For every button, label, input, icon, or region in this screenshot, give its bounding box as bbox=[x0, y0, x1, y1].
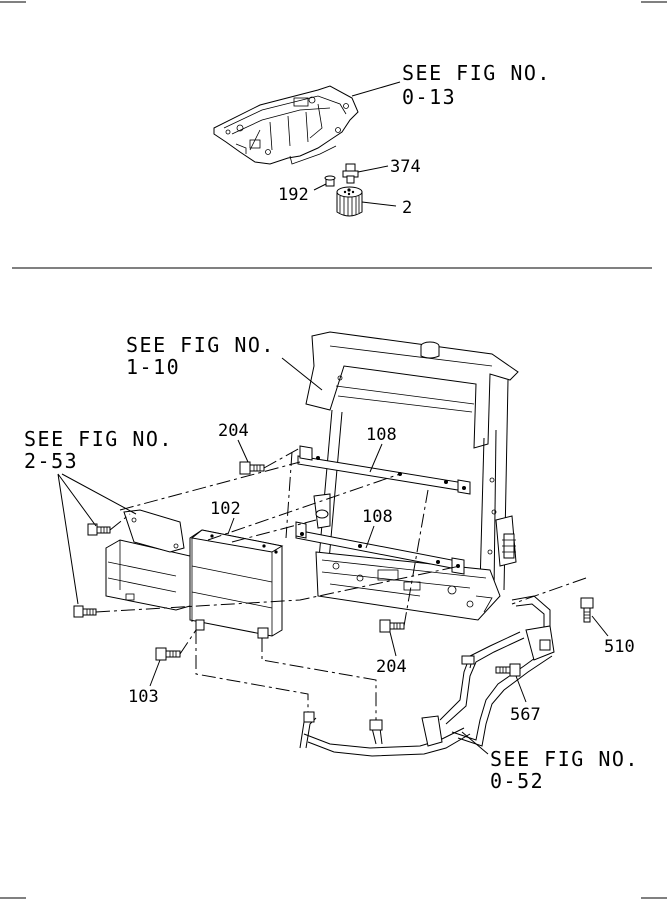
leader-103 bbox=[149, 659, 161, 687]
bolt-510 bbox=[580, 597, 594, 623]
ref-radiator-line2: 1-10 bbox=[126, 355, 180, 379]
oil-pan-illustration bbox=[213, 85, 359, 165]
leader-hoses bbox=[461, 731, 489, 755]
bolt-204-upper bbox=[239, 461, 265, 475]
ref-hoses-line2: 0-52 bbox=[490, 769, 544, 793]
bracket-108-upper bbox=[297, 445, 471, 495]
bracket-108-lower bbox=[295, 521, 465, 575]
ref-oil-pan-line1: SEE FIG NO. bbox=[402, 61, 551, 85]
outlet-pipes bbox=[299, 595, 555, 757]
part-label-192: 192 bbox=[278, 185, 309, 205]
part-label-103: 103 bbox=[128, 687, 159, 707]
bolt-204-lower bbox=[379, 619, 405, 633]
part-label-374: 374 bbox=[390, 157, 421, 177]
part-label-2: 2 bbox=[402, 198, 412, 218]
part-label-204-lower: 204 bbox=[376, 657, 407, 677]
leader-567 bbox=[515, 675, 527, 703]
leader-intercooler bbox=[57, 473, 137, 605]
leader-204-lower bbox=[389, 631, 397, 657]
leader-radiator bbox=[281, 357, 323, 391]
part-label-510: 510 bbox=[604, 637, 635, 657]
assembly-centerlines bbox=[95, 447, 587, 720]
part-label-102: 102 bbox=[210, 499, 241, 519]
part-label-567: 567 bbox=[510, 705, 541, 725]
leader-374 bbox=[357, 165, 389, 173]
leader-108-lower bbox=[365, 525, 375, 549]
ref-hoses-line1: SEE FIG NO. bbox=[490, 747, 639, 771]
leader-108-upper bbox=[369, 443, 383, 473]
bolt-upper-left bbox=[87, 523, 111, 536]
bolt-103 bbox=[155, 647, 181, 661]
bolt-567 bbox=[495, 663, 521, 677]
part-label-108-upper: 108 bbox=[366, 425, 397, 445]
leader-2 bbox=[361, 201, 397, 207]
intercooler-left bbox=[105, 509, 191, 611]
leader-102 bbox=[227, 517, 235, 535]
ref-intercooler-line2: 2-53 bbox=[24, 449, 78, 473]
part-102-oil-cooler bbox=[189, 529, 284, 639]
ref-intercooler-line1: SEE FIG NO. bbox=[24, 427, 173, 451]
leader-510 bbox=[591, 615, 609, 637]
part-label-108-lower: 108 bbox=[362, 507, 393, 527]
leader-192 bbox=[313, 183, 327, 191]
part-label-204-upper: 204 bbox=[218, 421, 249, 441]
bolt-lower-left bbox=[73, 605, 97, 618]
ref-radiator-line1: SEE FIG NO. bbox=[126, 333, 275, 357]
part-2-oil-filter bbox=[336, 186, 363, 217]
part-192-plug bbox=[324, 175, 336, 187]
leader-204-upper bbox=[237, 439, 249, 463]
leader-oil-pan bbox=[351, 81, 401, 97]
ref-oil-pan-line2: 0-13 bbox=[402, 85, 456, 109]
part-374-fitting bbox=[342, 163, 359, 184]
